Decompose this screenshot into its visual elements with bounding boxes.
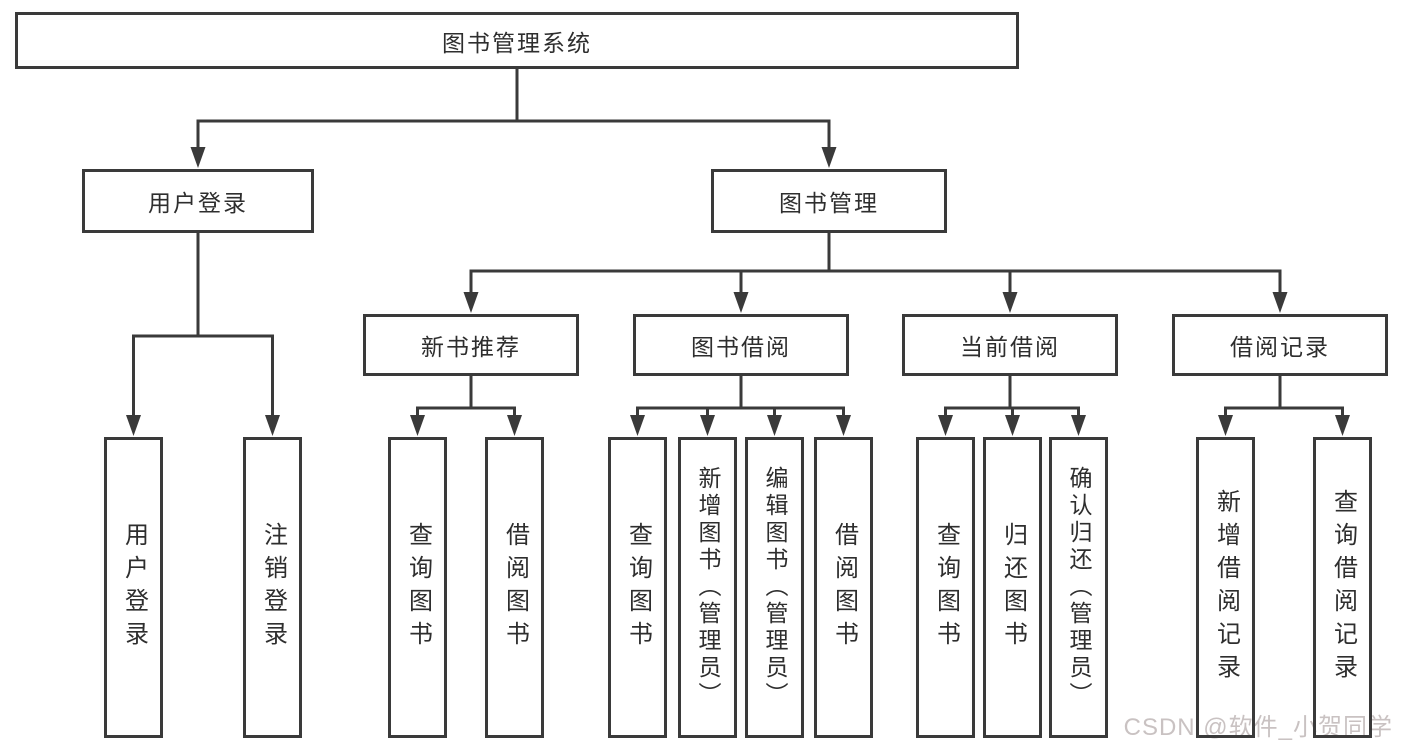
node-book-borrow: 图书借阅 <box>633 314 849 376</box>
node-new-book-recommend: 新书推荐 <box>363 314 579 376</box>
leaf-query-books-borrow: 查询图书 <box>608 437 667 738</box>
leaf-confirm-return-admin: 确认归还（管理员） <box>1049 437 1108 738</box>
node-borrow-records: 借阅记录 <box>1172 314 1388 376</box>
leaf-borrow-books-borrow: 借阅图书 <box>814 437 873 738</box>
watermark-text: CSDN @软件_小贺同学 <box>1123 714 1393 741</box>
leaf-query-borrow-record: 查询借阅记录 <box>1313 437 1372 738</box>
leaf-edit-book-admin: 编辑图书（管理员） <box>745 437 804 738</box>
leaf-query-books-current: 查询图书 <box>916 437 975 738</box>
node-user-login: 用户登录 <box>82 169 314 233</box>
leaf-add-book-admin: 新增图书（管理员） <box>678 437 737 738</box>
leaf-logout: 注销登录 <box>243 437 302 738</box>
leaf-query-books-recommend: 查询图书 <box>388 437 447 738</box>
node-book-management: 图书管理 <box>711 169 947 233</box>
leaf-user-login: 用户登录 <box>104 437 163 738</box>
node-library-management-system: 图书管理系统 <box>15 12 1019 69</box>
node-current-borrow: 当前借阅 <box>902 314 1118 376</box>
leaf-return-book: 归还图书 <box>983 437 1042 738</box>
leaf-borrow-books-recommend: 借阅图书 <box>485 437 544 738</box>
leaf-add-borrow-record: 新增借阅记录 <box>1196 437 1255 738</box>
